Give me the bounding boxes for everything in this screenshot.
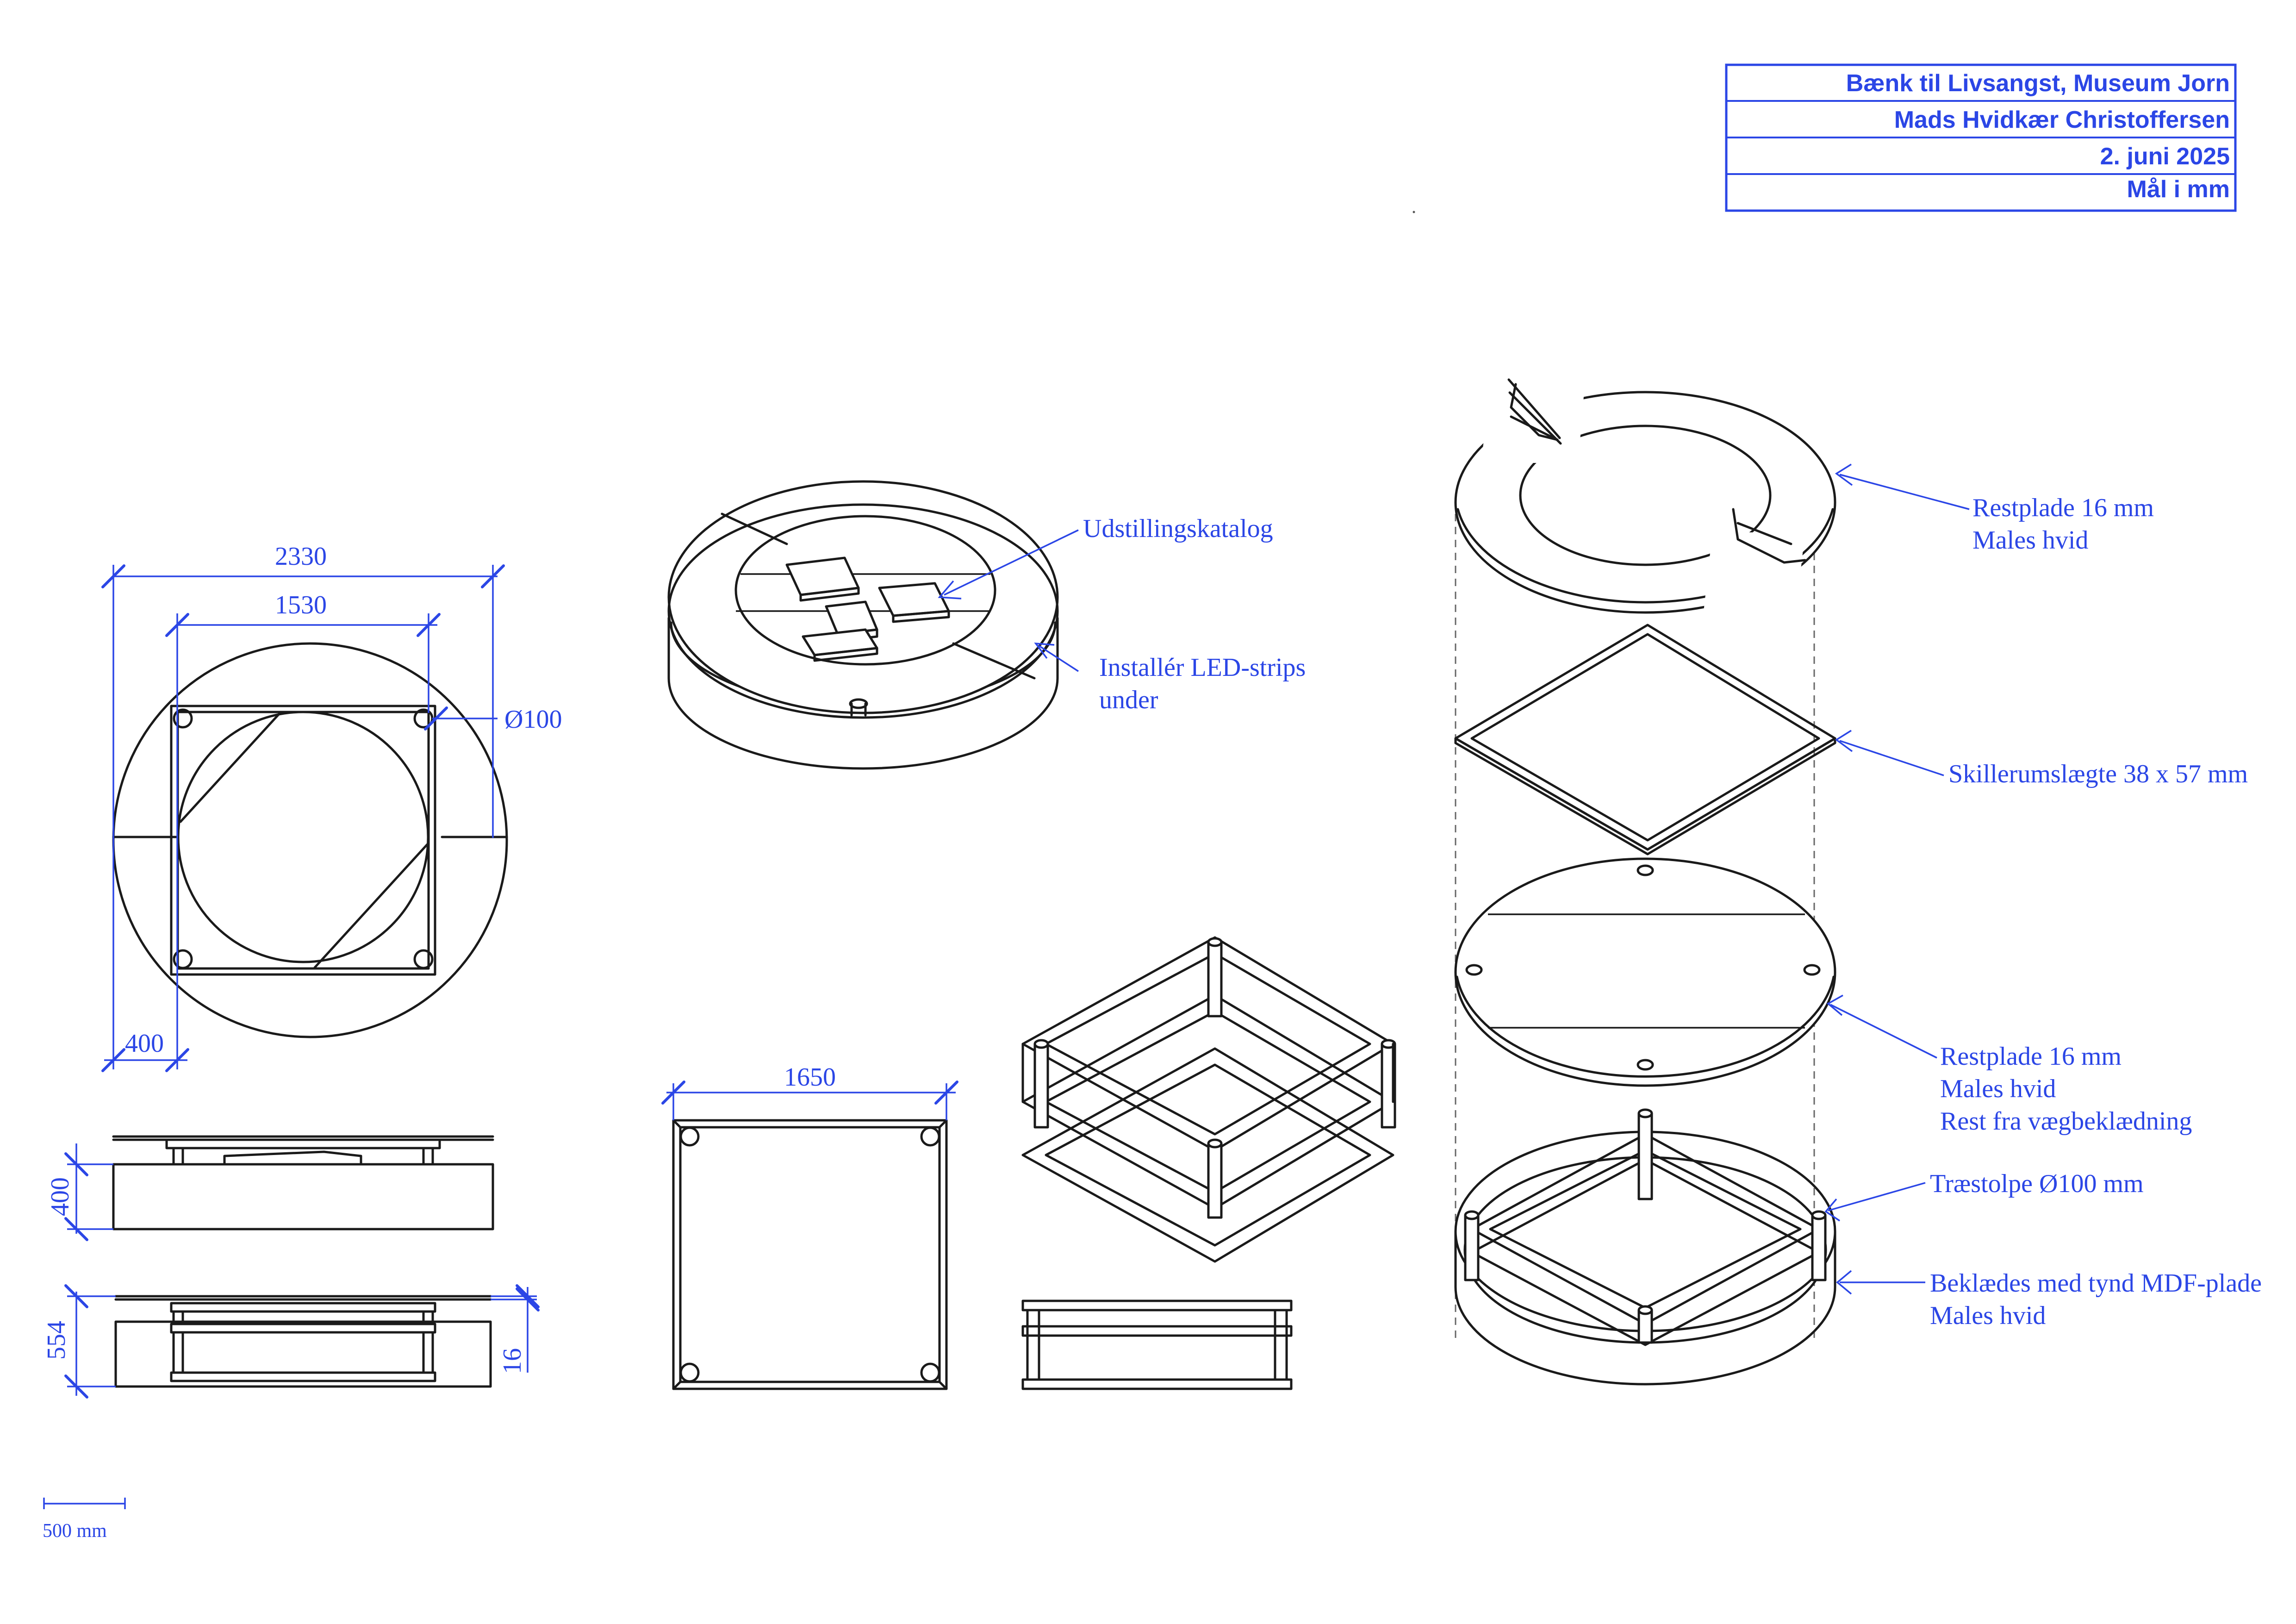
plan-view bbox=[112, 642, 508, 1038]
assembled-bench-iso bbox=[667, 480, 1059, 770]
exploded-guide-lines bbox=[1455, 514, 1815, 1343]
dim-outer-diameter: 2330 bbox=[275, 542, 327, 571]
frame-iso bbox=[1021, 936, 1396, 1263]
exploded-batten-frame bbox=[1454, 624, 1836, 856]
dim-frame-width: 1650 bbox=[784, 1063, 836, 1092]
title-block: Bænk til Livsangst, Museum Jorn Mads Hvi… bbox=[1725, 63, 2237, 212]
label-top-plate-2: Males hvid bbox=[1972, 526, 2088, 555]
label-mid-plate-2: Males hvid bbox=[1940, 1074, 2056, 1103]
scale-bar-label: 500 mm bbox=[43, 1520, 107, 1542]
label-catalog: Udstillingskatalog bbox=[1083, 514, 1273, 543]
exploded-middle-plate bbox=[1454, 857, 1836, 1087]
label-led-1: Installér LED-strips bbox=[1099, 653, 1306, 682]
frame-plan-dimensions: 1650 bbox=[661, 1063, 958, 1120]
title-block-date: 2. juni 2025 bbox=[2100, 143, 2230, 170]
exploded-annotations: Restplade 16 mm Males hvid Skillerumslæg… bbox=[1824, 463, 2262, 1330]
dim-ring-offset: 400 bbox=[125, 1029, 164, 1058]
plan-dimensions: 2330 1530 Ø100 400 bbox=[101, 542, 562, 1072]
elevation-2-dimensions: 554 16 bbox=[42, 1284, 540, 1399]
elevation-side-1 bbox=[112, 1135, 494, 1230]
dim-inner-width: 1530 bbox=[275, 591, 327, 619]
elevation-side-2 bbox=[114, 1295, 492, 1388]
label-cladding-1: Beklædes med tynd MDF-plade bbox=[1930, 1269, 2262, 1298]
label-mid-plate-3: Rest fra vægbeklædning bbox=[1940, 1107, 2192, 1136]
label-led-2: under bbox=[1099, 686, 1158, 714]
frame-plan bbox=[672, 1119, 948, 1390]
assembled-annotations: Udstillingskatalog Installér LED-strips … bbox=[938, 514, 1306, 714]
frame-elevation bbox=[1021, 1299, 1293, 1390]
exploded-base bbox=[1454, 1108, 1836, 1386]
dim-plate-thickness: 16 bbox=[498, 1348, 527, 1374]
scale-bar: 500 mm bbox=[43, 1498, 126, 1542]
label-top-plate-1: Restplade 16 mm bbox=[1972, 493, 2154, 522]
label-post: Træstolpe Ø100 mm bbox=[1930, 1169, 2144, 1198]
elevation-1-dimensions: 400 bbox=[46, 1143, 113, 1241]
stray-dot bbox=[1412, 211, 1415, 213]
dim-post-diameter: Ø100 bbox=[504, 705, 562, 734]
title-block-units: Mål i mm bbox=[2127, 176, 2230, 203]
exploded-top-ring bbox=[1454, 352, 1836, 616]
title-block-author: Mads Hvidkær Christoffersen bbox=[1894, 106, 2230, 133]
label-cladding-2: Males hvid bbox=[1930, 1301, 2046, 1330]
title-block-project: Bænk til Livsangst, Museum Jorn bbox=[1846, 70, 2230, 97]
label-batten: Skillerumslægte 38 x 57 mm bbox=[1948, 760, 2248, 788]
label-mid-plate-1: Restplade 16 mm bbox=[1940, 1042, 2122, 1071]
dim-base-height: 400 bbox=[46, 1177, 75, 1216]
dim-total-height: 554 bbox=[42, 1321, 71, 1360]
